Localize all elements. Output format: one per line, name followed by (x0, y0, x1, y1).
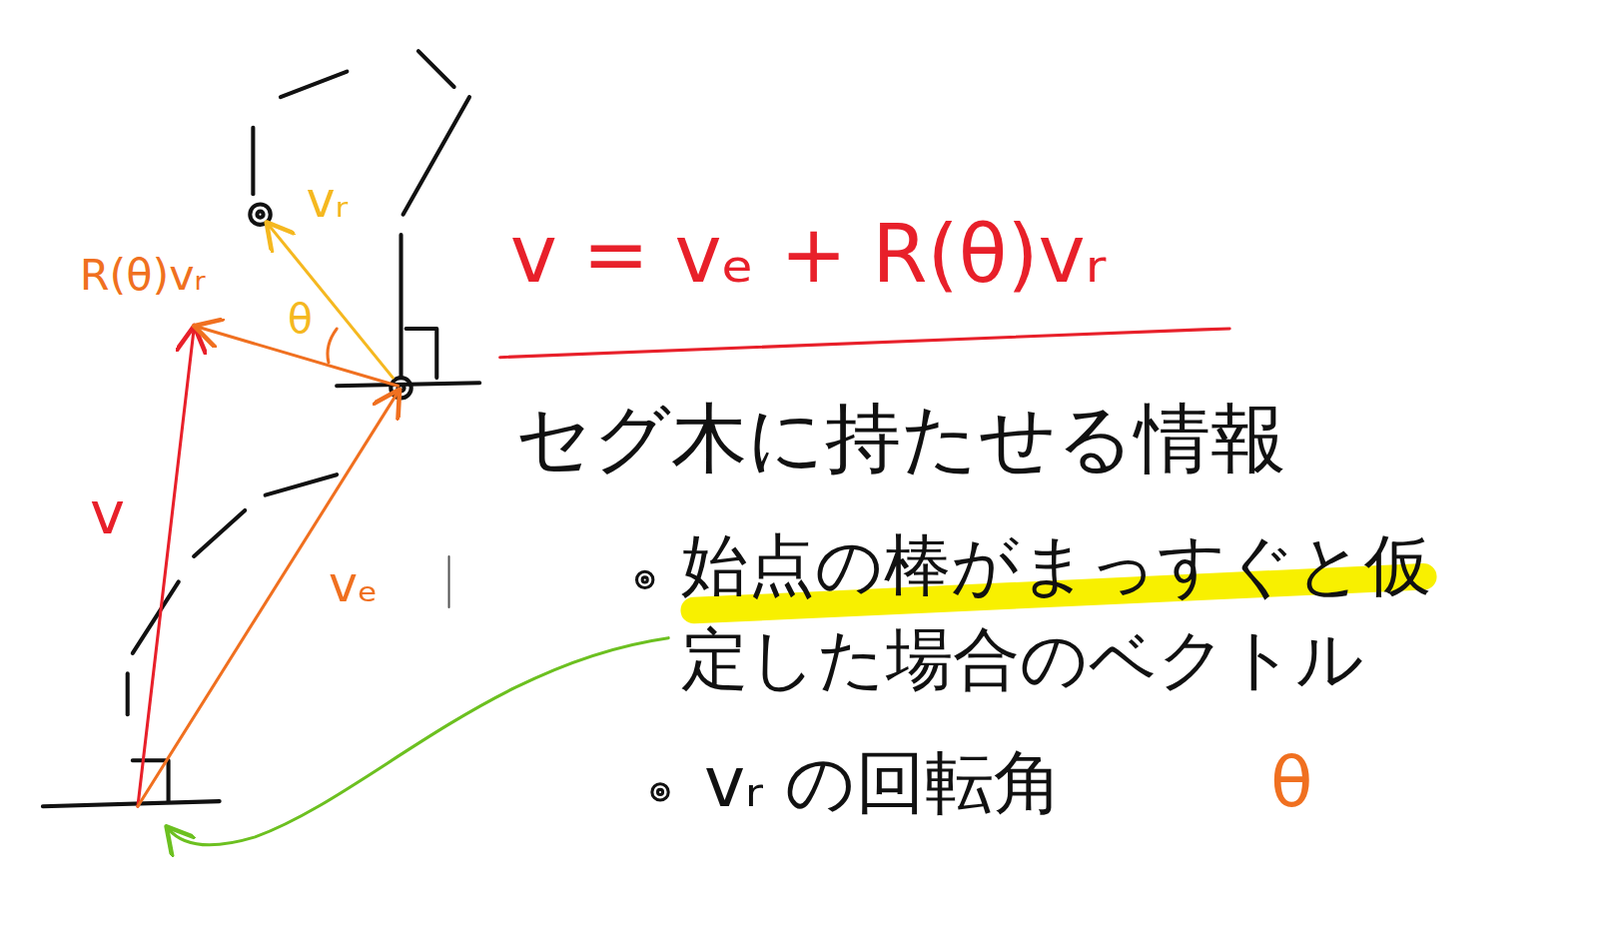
vector-label: v (89, 479, 125, 548)
heading: セグ木に持たせる情報 (515, 395, 1287, 483)
angle-arc (327, 328, 337, 363)
underline (500, 328, 1231, 358)
vector-label: vₑ (328, 556, 378, 613)
vector-v (137, 328, 194, 806)
formula: v = vₑ + R(θ)vᵣ (510, 208, 1107, 301)
note: vᵣ の回転角 (704, 743, 1063, 823)
angle-label: θ (1270, 743, 1314, 823)
bullet (637, 571, 670, 800)
note: 始点の棒がまっすぐと仮定した場合のベクトル (681, 518, 1437, 708)
angle-label: θ (287, 295, 313, 343)
vector-ve (137, 391, 399, 806)
rod-sketch (42, 50, 480, 806)
vector-label: vᵣ (306, 171, 349, 228)
vector-vr (268, 224, 394, 378)
pointer-arrow (168, 638, 670, 845)
vector-label: R(θ)vᵣ (79, 250, 206, 300)
